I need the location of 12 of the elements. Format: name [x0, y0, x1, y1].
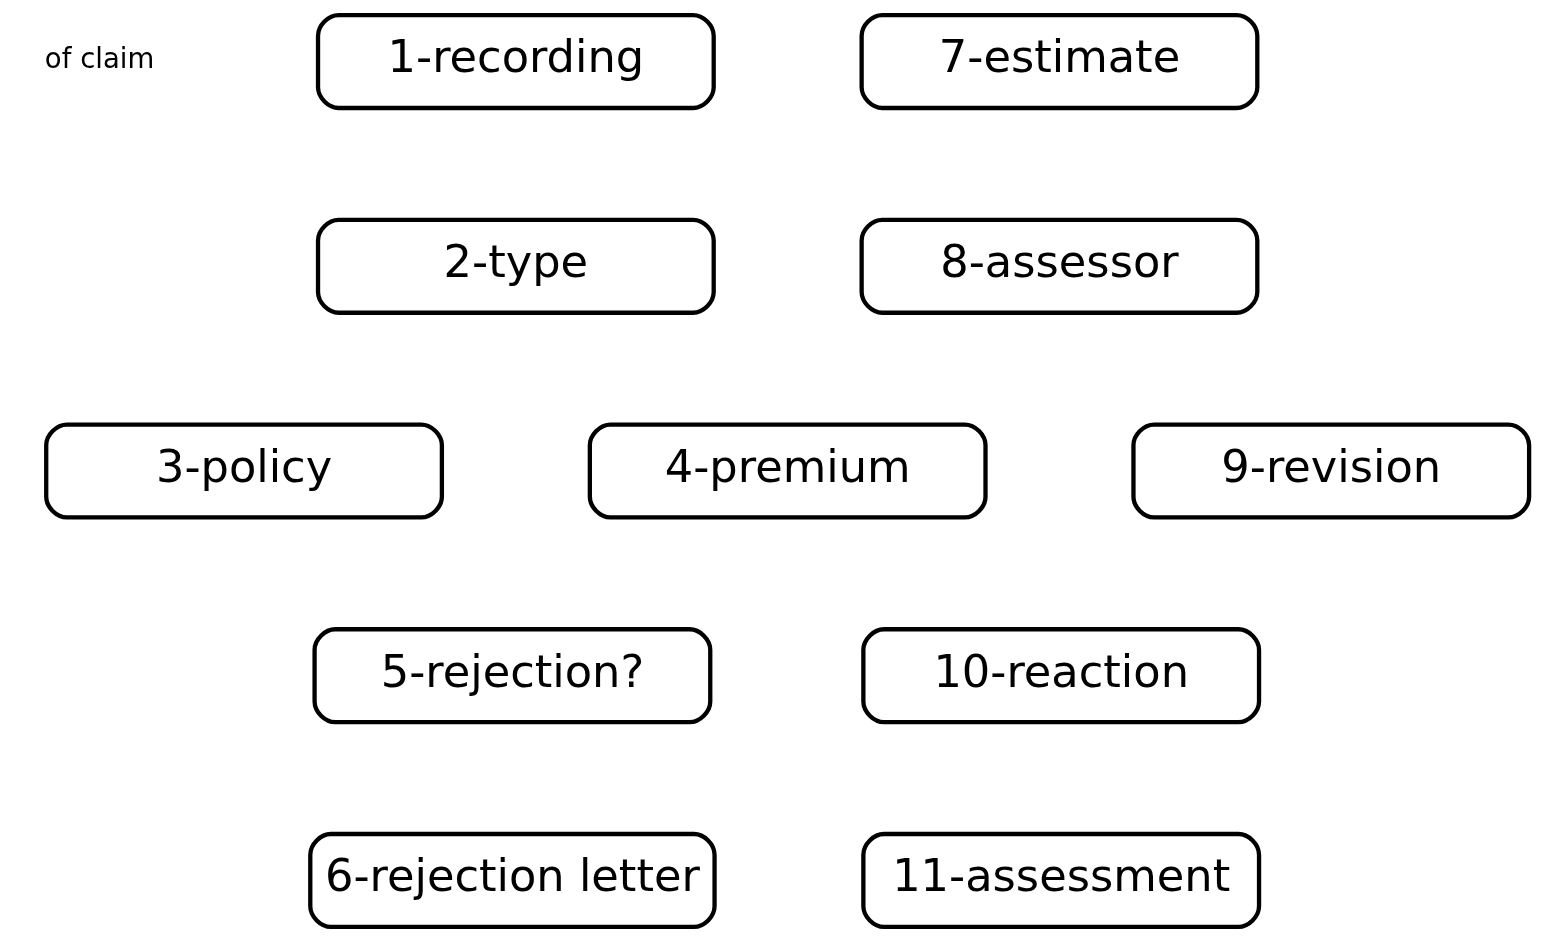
node-box: 7-estimate: [859, 12, 1259, 111]
node-box: 1-recording: [315, 12, 716, 111]
node-box: 5-rejection?: [311, 627, 712, 725]
node-box: 10-reaction: [860, 627, 1261, 725]
node-box: 11-assessment: [860, 831, 1261, 930]
node-box: 2-type: [315, 217, 716, 315]
node-box: 3-policy: [43, 422, 444, 520]
node-box: 8-assessor: [859, 217, 1259, 315]
node-box: 4-premium: [587, 422, 988, 520]
node-box: 6-rejection letter: [307, 831, 717, 930]
node-box: 9-revision: [1130, 422, 1531, 520]
label: of claim: [44, 42, 154, 75]
